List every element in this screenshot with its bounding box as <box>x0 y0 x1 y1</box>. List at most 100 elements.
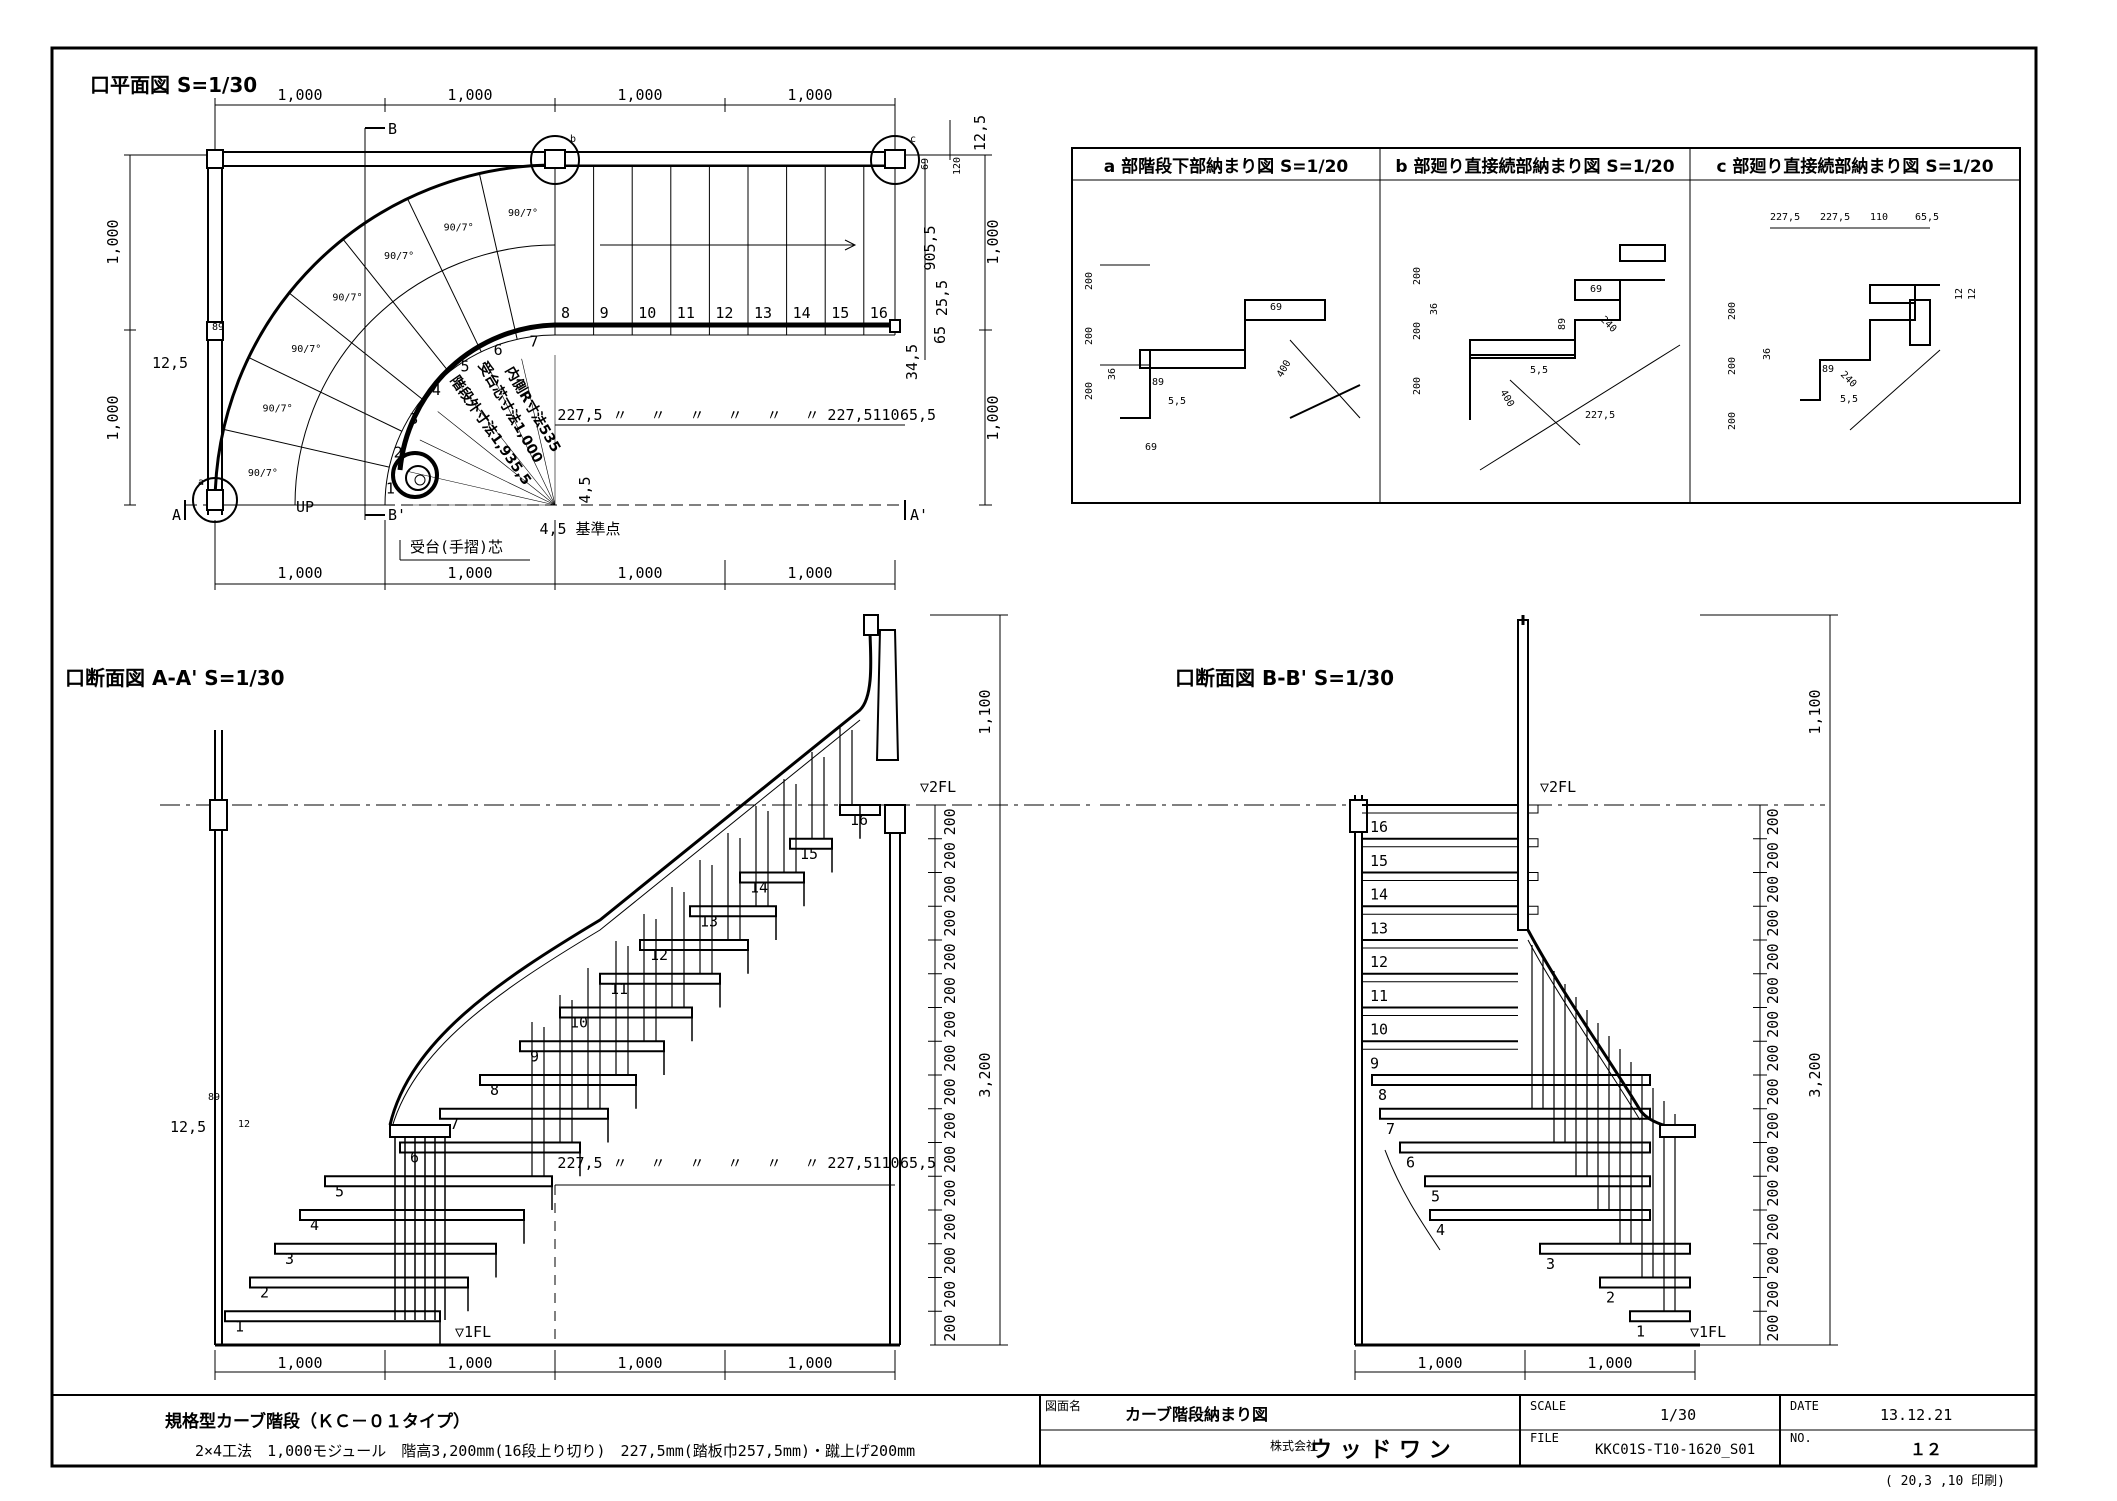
detail-b-dim-8: 5,5 <box>1530 365 1548 376</box>
bb-riser-value: 200 <box>1764 1213 1782 1240</box>
bb-level-1fl: ▽1FL <box>1690 1323 1726 1341</box>
aa-left-small-1: 89 <box>208 1092 220 1103</box>
aa-run-value: 〃 <box>727 1154 742 1172</box>
plan-step-number: 13 <box>754 304 772 322</box>
aa-step-number: 16 <box>850 811 868 829</box>
plan-angle-labels: 90/7°90/7°90/7°90/7°90/7°90/7°90/7° <box>248 208 538 479</box>
plan-step-number: 8 <box>561 304 570 322</box>
plan-bottom-dim-3: 1,000 <box>617 564 662 582</box>
section-bb-title: 口断面図 B-B' S=1/30 <box>1175 666 1394 690</box>
bb-step-number: 14 <box>1370 886 1388 904</box>
detail-a-dim-8: 5,5 <box>1168 396 1186 407</box>
plan-run-value: 227,5 <box>827 406 872 424</box>
bb-upper-steps <box>1362 804 1539 1050</box>
plan-right-small-6: 65 <box>931 326 949 344</box>
aa-tread <box>274 1242 497 1255</box>
aa-step-number: 12 <box>650 946 668 964</box>
aa-tread <box>479 1074 637 1086</box>
plan-run-value: 65,5 <box>900 406 936 424</box>
tb-file: KKC01S-T10-1620_S01 <box>1595 1442 1755 1458</box>
plan-top-dim-1: 1,000 <box>277 86 322 104</box>
aa-riser-dims: 2002002002002002002002002002002002002002… <box>928 804 959 1342</box>
aa-step-number: 5 <box>335 1182 344 1200</box>
plan-right-dim-1: 1,000 <box>984 219 1002 264</box>
bb-tread <box>1599 1276 1691 1289</box>
bb-tread <box>1629 1310 1691 1323</box>
bb-lower-steps <box>1371 1074 1691 1323</box>
aa-bottom-dim-4: 1,000 <box>787 1354 832 1372</box>
aa-riser-value: 200 <box>941 1180 959 1207</box>
bb-riser-value: 200 <box>1764 910 1782 937</box>
plan-section-b: B <box>388 120 397 138</box>
bb-riser-dims: 2002002002002002002002002002002002002002… <box>1753 804 1782 1342</box>
plan-bottom-dim-2: 1,000 <box>447 564 492 582</box>
tb-date-label: DATE <box>1790 1399 1819 1413</box>
aa-step-number: 10 <box>570 1014 588 1032</box>
plan-step-number: 1 <box>386 480 395 498</box>
plan-base-point: 4,5 基準点 <box>539 520 620 538</box>
aa-riser-value: 200 <box>941 876 959 903</box>
bb-riser-value: 200 <box>1764 943 1782 970</box>
aa-step-number: 7 <box>450 1115 459 1133</box>
aa-bottom-dim-2: 1,000 <box>447 1354 492 1372</box>
bb-riser-value: 200 <box>1764 1112 1782 1139</box>
bb-step-number: 4 <box>1436 1221 1445 1239</box>
aa-riser-value: 200 <box>941 808 959 835</box>
detail-b-dim-2: 200 <box>1412 322 1423 340</box>
plan-bottom-dim-1: 1,000 <box>277 564 322 582</box>
bb-tread <box>1379 1107 1651 1120</box>
plan-radial-line <box>248 357 403 432</box>
aa-level-1fl: ▽1FL <box>455 1323 491 1341</box>
plan-section-b2: B' <box>388 506 406 524</box>
bb-step-number: 7 <box>1386 1120 1395 1138</box>
tb-drawing-name: カーブ階段納まり図 <box>1125 1405 1268 1424</box>
plan-step-number: 5 <box>461 357 470 375</box>
plan-title: 口平面図 S=1/30 <box>90 73 257 97</box>
plan-angle-label: 90/7° <box>384 251 414 262</box>
bb-riser-value: 200 <box>1764 808 1782 835</box>
plan-radial-center-line <box>461 387 556 506</box>
tb-spec: 2×4工法 1,000モジュール 階高3,200mm(16段上り切り) 227,… <box>195 1442 915 1460</box>
plan-radial-lines <box>215 165 556 506</box>
aa-riser-value: 200 <box>941 1011 959 1038</box>
detail-b-title: b 部廻り直接続部納まり図 S=1/20 <box>1395 156 1674 177</box>
bb-riser-value: 200 <box>1764 1011 1782 1038</box>
tb-date: 13.12.21 <box>1880 1406 1952 1424</box>
plan-step-number: 9 <box>600 304 609 322</box>
plan-step-number: 10 <box>638 304 656 322</box>
detail-b-drawing: 200 200 200 36 69 89 240 5,5 400 227,5 <box>1412 244 1681 471</box>
aa-bottom-dim-3: 1,000 <box>617 1354 662 1372</box>
aa-left-small-2: 12,5 <box>170 1118 206 1136</box>
plan-step-number: 7 <box>530 332 539 350</box>
bb-step-number: 6 <box>1406 1154 1415 1172</box>
section-aa-view: 口断面図 A-A' S=1/30 1,100 3,200 20020020020… <box>65 614 1090 1380</box>
plan-angle-label: 90/7° <box>263 404 293 415</box>
detail-c-dim-7: 200 <box>1727 412 1738 430</box>
aa-run-value: 〃 <box>650 1154 665 1172</box>
bb-level-2fl: ▽2FL <box>1540 778 1576 796</box>
tb-company: ウ ッ ド ワ ン <box>1310 1438 1451 1463</box>
plan-run-value: 〃 <box>650 406 665 424</box>
aa-tread <box>399 1141 581 1154</box>
detail-b-dim-5: 69 <box>1590 284 1602 295</box>
bb-riser-value: 200 <box>1764 876 1782 903</box>
tb-file-label: FILE <box>1530 1431 1559 1445</box>
aa-run-value: 〃 <box>766 1154 781 1172</box>
plan-radial-line <box>288 292 423 400</box>
detail-c-dim-3: 110 <box>1870 212 1888 223</box>
plan-left-dim-2: 1,000 <box>104 395 122 440</box>
aa-riser-value: 200 <box>941 1146 959 1173</box>
aa-riser-value: 200 <box>941 1213 959 1240</box>
plan-mark-b: b <box>570 134 576 145</box>
detail-c-dim-9: 240 <box>1838 369 1859 390</box>
tb-scale: 1/30 <box>1660 1406 1696 1424</box>
aa-left-small-3: 12 <box>238 1119 250 1130</box>
bb-handrail-block <box>1527 804 1539 814</box>
aa-step-number: 4 <box>310 1216 319 1234</box>
detail-c-drawing: 227,5 227,5 110 65,5 200 200 200 36 240 … <box>1727 212 1978 431</box>
